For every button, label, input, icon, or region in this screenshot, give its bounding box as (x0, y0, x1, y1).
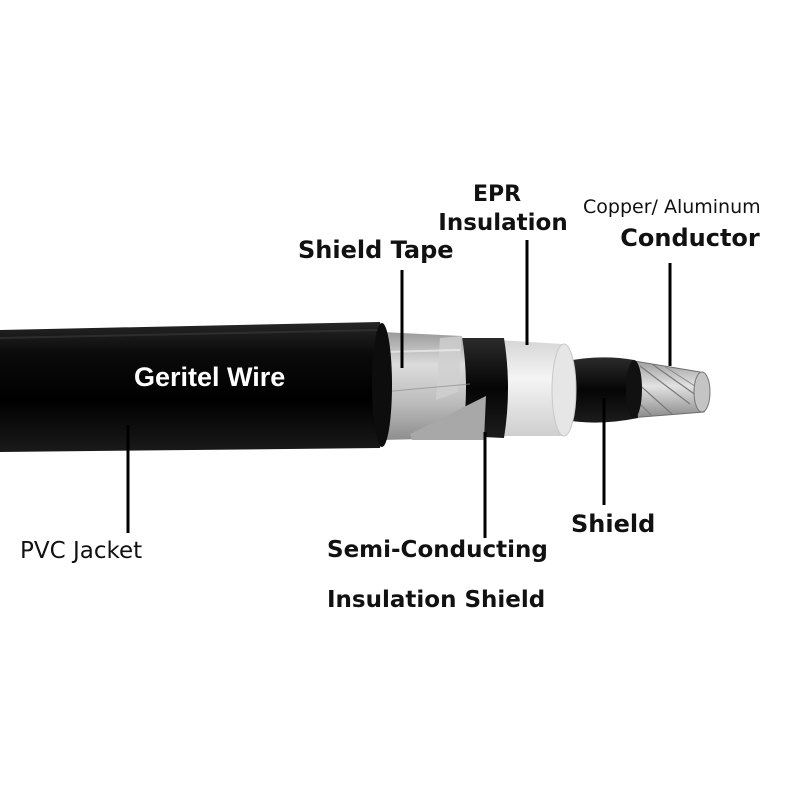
pvc-jacket (0, 322, 392, 452)
label-insulation-shield: Insulation Shield (327, 587, 546, 613)
brand-name: Geritel Wire (134, 362, 286, 392)
epr-insulation (498, 340, 577, 437)
label-semi-conducting: Semi-Conducting (327, 537, 548, 563)
label-conductor-line1: Copper/ Aluminum (583, 196, 761, 218)
label-conductor-line2: Conductor (620, 224, 760, 252)
label-epr-line1: EPR (472, 182, 522, 207)
label-epr-line2: Insulation (438, 210, 568, 236)
label-pvc-jacket: PVC Jacket (20, 538, 143, 564)
leader-lines (126, 240, 672, 538)
label-shield: Shield (571, 510, 656, 538)
label-shield-tape: Shield Tape (298, 236, 454, 264)
conductor (627, 359, 711, 419)
inner-shield (562, 357, 642, 423)
